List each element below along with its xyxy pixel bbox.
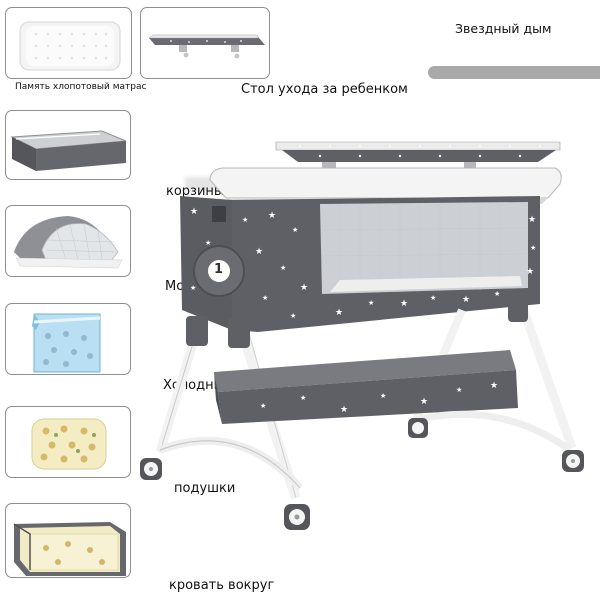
mosquito-net-label: Москитные сетки	[165, 279, 286, 294]
svg-text:★: ★	[300, 283, 308, 293]
changing-table-image	[148, 34, 265, 59]
svg-text:★: ★	[190, 207, 198, 217]
height-dial-number: 1	[214, 262, 224, 277]
svg-text:★: ★	[205, 239, 211, 247]
svg-text:★: ★	[526, 267, 534, 277]
svg-text:★: ★	[490, 381, 498, 391]
changing-table-label: Стол ухода за ребенком	[241, 82, 408, 97]
svg-text:★: ★	[292, 226, 298, 234]
svg-text:★: ★	[530, 244, 536, 252]
svg-text:★: ★	[290, 312, 296, 320]
svg-text:★: ★	[380, 392, 386, 400]
mattress-image	[19, 21, 121, 71]
svg-text:★: ★	[255, 247, 263, 257]
svg-text:★: ★	[456, 386, 462, 394]
svg-text:★: ★	[300, 394, 306, 402]
thumb-changing-table[interactable]	[140, 7, 270, 79]
pillow-image	[31, 418, 107, 470]
mattress-label: Память хлопотовый матрас	[15, 82, 147, 92]
svg-text:★: ★	[335, 308, 343, 318]
svg-text:★: ★	[260, 402, 266, 410]
svg-text:★: ★	[494, 290, 500, 298]
bed-surround-image	[13, 522, 126, 576]
svg-text:★: ★	[262, 294, 268, 302]
thumb-mattress[interactable]	[5, 7, 132, 79]
cool-seat-image	[32, 313, 101, 373]
svg-text:★: ★	[420, 397, 428, 407]
bed-surround-label: кровать вокруг	[169, 578, 275, 593]
product-title: Звездный дым	[455, 21, 552, 36]
thumb-pillow[interactable]	[5, 406, 131, 478]
wheels	[140, 418, 584, 530]
changing-board	[275, 141, 561, 183]
svg-text:★: ★	[368, 299, 374, 307]
svg-text:★: ★	[400, 299, 408, 309]
svg-text:★: ★	[242, 216, 248, 224]
thumb-mosquito-net[interactable]	[5, 205, 131, 277]
cool-seat-label: Холодный сиденье	[163, 378, 294, 393]
svg-text:★: ★	[340, 405, 348, 415]
basket-image	[10, 130, 127, 171]
thumb-basket[interactable]	[5, 110, 131, 180]
svg-text:★: ★	[280, 264, 286, 272]
svg-text:★: ★	[528, 215, 536, 225]
svg-text:★: ★	[430, 294, 436, 302]
svg-text:★: ★	[462, 295, 470, 305]
mosquito-net-image	[14, 216, 123, 269]
thumb-cool-seat[interactable]	[5, 303, 131, 375]
pillow-label: подушки	[174, 481, 236, 496]
svg-text:★: ★	[268, 211, 276, 221]
baskets-label: корзины	[166, 184, 225, 199]
thumb-bed-surround[interactable]	[5, 503, 131, 578]
accent-bar	[428, 66, 600, 79]
